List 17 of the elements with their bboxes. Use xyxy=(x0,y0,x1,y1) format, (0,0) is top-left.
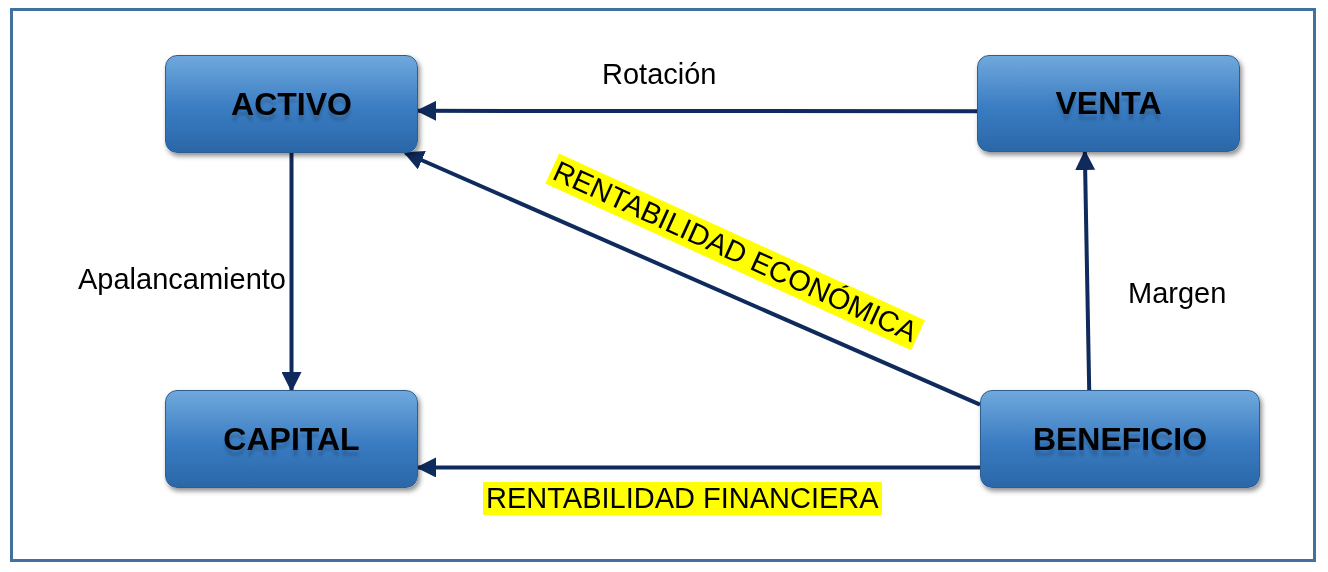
process-box xyxy=(165,55,418,153)
box-label: ACTIVO xyxy=(231,85,352,123)
arrow xyxy=(403,151,981,407)
arrow xyxy=(416,100,977,121)
edge-label: Apalancamiento xyxy=(78,263,286,297)
box-label: CAPITAL xyxy=(223,420,360,458)
highlighted-edge-label: RENTABILIDAD FINANCIERA xyxy=(483,482,882,516)
arrow xyxy=(416,457,980,478)
arrow xyxy=(1075,150,1096,391)
edge-label: Margen xyxy=(1128,277,1227,311)
process-box xyxy=(977,55,1240,152)
edge-label: Rotación xyxy=(602,58,717,92)
arrow xyxy=(281,153,302,392)
process-box xyxy=(165,390,418,488)
box-label: VENTA xyxy=(1055,85,1162,122)
process-box xyxy=(980,390,1260,488)
box-label: BENEFICIO xyxy=(1032,420,1208,458)
